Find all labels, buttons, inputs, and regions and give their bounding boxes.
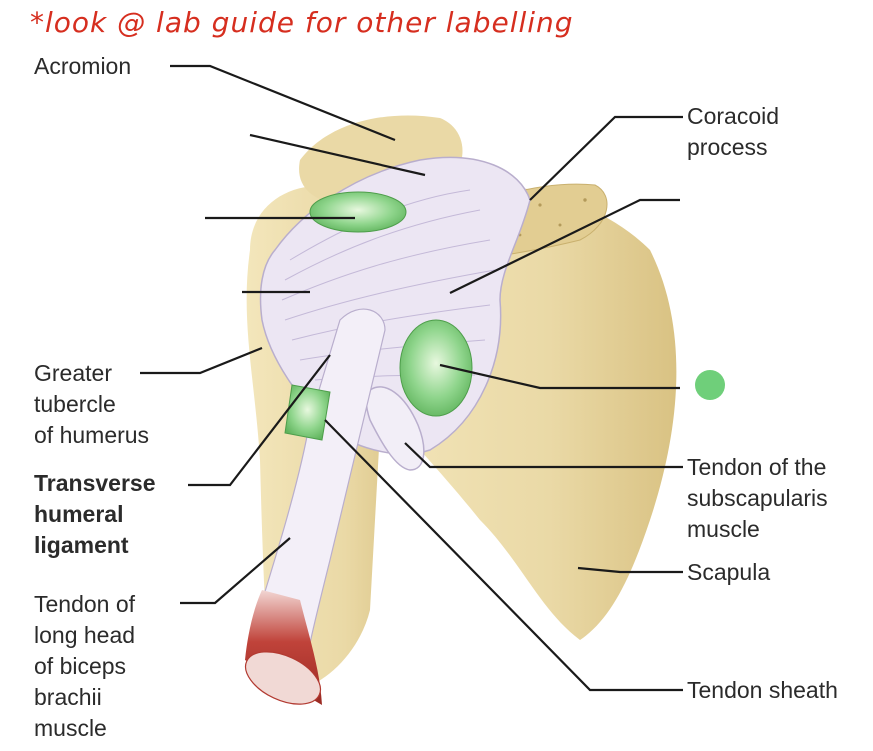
label-transverse-line-2: humeral [34, 501, 124, 527]
label-acromion-line: Acromion [34, 53, 132, 79]
label-greater-tubercle-line-2: tubercle [34, 391, 116, 417]
label-greater-tubercle-line-3: of humerus [34, 422, 150, 448]
subscapular-bursa [399, 319, 473, 417]
label-scapula: Scapula [687, 557, 770, 588]
label-subscapularis-line-1: Tendon of the [687, 454, 827, 480]
subscapularis-tendon-shape [365, 386, 425, 471]
biceps-muscle-cut [244, 651, 322, 705]
label-tendon-sheath-line: Tendon sheath [687, 677, 838, 703]
subacromial-bursa [309, 191, 407, 233]
label-greater-tubercle: Greater tubercle of humerus [34, 358, 149, 451]
label-biceps-line-1: Tendon of [34, 591, 136, 617]
label-transverse-humeral-ligament: Transverse humeral ligament [34, 468, 155, 561]
label-greater-tubercle-line-1: Greater [34, 360, 112, 386]
label-subscapularis-line-3: muscle [687, 516, 760, 542]
label-acromion: Acromion [34, 51, 131, 82]
label-tendon-sheath: Tendon sheath [687, 675, 838, 706]
label-coracoid-line-2: process [687, 134, 768, 160]
label-coracoid-line-1: Coracoid [687, 103, 780, 129]
tendon-sheath-shape [284, 384, 331, 441]
label-subscapularis-line-2: subscapularis [687, 485, 828, 511]
label-scapula-line: Scapula [687, 559, 771, 585]
label-biceps-line-5: muscle [34, 715, 107, 741]
label-biceps-tendon: Tendon of long head of biceps brachii mu… [34, 589, 135, 744]
label-biceps-line-2: long head [34, 622, 136, 648]
label-transverse-line-1: Transverse [34, 470, 156, 496]
label-subscapularis-tendon: Tendon of the subscapularis muscle [687, 452, 828, 545]
handwritten-annotation: *look @ lab guide for other labelling [30, 6, 574, 39]
label-biceps-line-4: brachii [34, 684, 102, 710]
leader-lines [140, 64, 683, 692]
label-biceps-line-3: of biceps [34, 653, 127, 679]
label-coracoid-process: Coracoid process [687, 101, 779, 163]
label-transverse-line-3: ligament [34, 532, 129, 558]
green-marker-dot-icon [695, 370, 725, 400]
